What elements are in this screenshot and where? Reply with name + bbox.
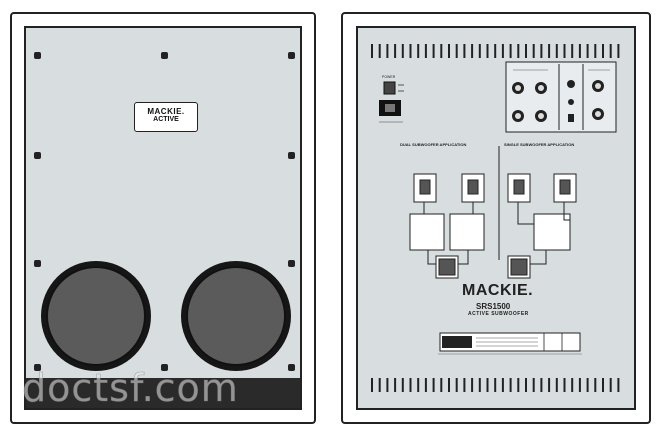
rear-brand: MACKIE. (462, 282, 534, 299)
dual-subwoofer-diagram (409, 173, 485, 279)
screw (288, 152, 295, 159)
bottom-band (26, 378, 300, 408)
screw (34, 260, 41, 267)
screw (34, 364, 41, 371)
vent-slots-top (371, 44, 620, 58)
rear-subtitle: ACTIVE SUBWOOFER (468, 311, 529, 317)
watermark: doctsf.com (22, 366, 239, 411)
single-application-heading: SINGLE SUBWOOFER APPLICATION (504, 142, 575, 147)
mackie-active-badge: MACKIE. ACTIVE (134, 102, 198, 132)
badge-model: ACTIVE (153, 116, 179, 123)
power-section (379, 81, 404, 123)
io-module (505, 61, 617, 133)
power-label: POWER (382, 75, 396, 79)
woofer-left (41, 261, 151, 371)
single-subwoofer-diagram (507, 173, 577, 279)
woofer-right (181, 261, 291, 371)
front-baffle: MACKIE. ACTIVE (24, 26, 302, 410)
rear-panel: POWER DUAL SUBWOOFER APPLICATION SINGLE … (341, 12, 651, 424)
screw (288, 52, 295, 59)
screw (161, 52, 168, 59)
rear-model: SRS1500 (476, 302, 511, 311)
rear-panel-drawing (371, 44, 620, 392)
screw (34, 152, 41, 159)
screw (288, 364, 295, 371)
warning-label (438, 332, 582, 355)
screw (161, 364, 168, 371)
screw (34, 52, 41, 59)
power-switch (383, 81, 396, 95)
vent-slots-bottom (371, 378, 620, 392)
rear-plate: POWER DUAL SUBWOOFER APPLICATION SINGLE … (356, 26, 636, 410)
woofer-cone (46, 266, 146, 366)
woofer-cone (186, 266, 286, 366)
front-panel: MACKIE. ACTIVE (10, 12, 316, 424)
screw (288, 260, 295, 267)
dual-application-heading: DUAL SUBWOOFER APPLICATION (400, 142, 467, 147)
badge-brand: MACKIE. (147, 107, 185, 116)
